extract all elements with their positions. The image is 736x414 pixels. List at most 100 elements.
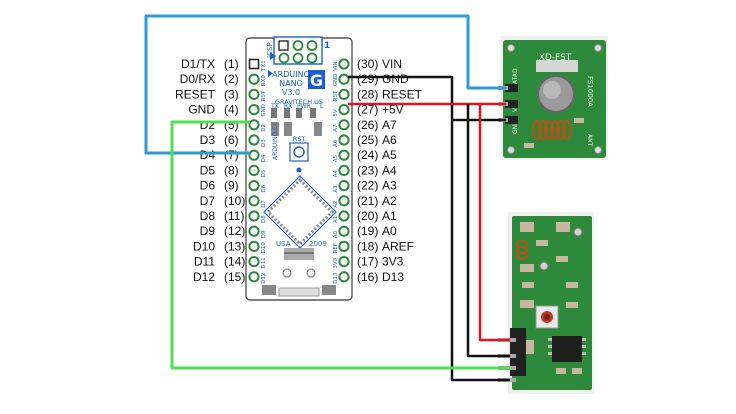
- right-pin-number: (30): [357, 57, 378, 71]
- icsp-label: ICSP: [266, 42, 274, 58]
- rst-label: RST: [293, 135, 306, 143]
- left-pin-number: (13): [224, 239, 245, 253]
- gravitech-logo: [308, 70, 325, 89]
- left-silk-label: TX1: [261, 60, 267, 72]
- left-silk-label: GND: [261, 104, 267, 117]
- right-pin-number: (27): [357, 103, 378, 117]
- left-header-pin: [248, 240, 260, 252]
- right-pin-name: A5: [382, 148, 397, 162]
- right-pin-name: RESET: [382, 87, 423, 101]
- year-label: 2009: [309, 240, 327, 248]
- left-silk-label: D12: [261, 273, 267, 284]
- right-header-pin: [338, 164, 350, 176]
- gravitech-logo-text: G: [310, 71, 323, 90]
- right-header-pin: [338, 88, 350, 101]
- left-silk-label: D11: [261, 257, 267, 268]
- wire-red-5v-to-rx-vcc: [478, 104, 510, 342]
- right-pin-number: (29): [357, 72, 378, 86]
- left-header-pin: [248, 180, 260, 192]
- left-pin-number: (10): [224, 194, 245, 208]
- right-header-pin: [338, 134, 350, 146]
- right-header-pin: [338, 180, 350, 192]
- right-header-pin: [338, 210, 350, 222]
- reset-button[interactable]: [289, 142, 309, 162]
- right-pin-number: (22): [357, 179, 378, 193]
- left-header-pin: [248, 58, 260, 70]
- right-pin-name: A6: [382, 133, 397, 147]
- left-pin-name: D10: [193, 239, 215, 253]
- receiver-coil: [516, 240, 528, 260]
- left-pin-name: D7: [200, 194, 216, 208]
- pwr-led-label: PWR: [297, 103, 311, 110]
- right-pin-name: AREF: [382, 239, 414, 253]
- right-header-pin: [338, 119, 350, 131]
- right-pin-number: (21): [357, 194, 378, 208]
- right-header-pin: [338, 104, 350, 116]
- left-pin-name: D3: [200, 133, 216, 147]
- module-part: FS1000A: [586, 76, 594, 107]
- right-pin-number: (19): [357, 224, 378, 238]
- right-silk-label: GND: [333, 74, 339, 87]
- pin-one-marker: [270, 52, 276, 60]
- left-silk-label: D3: [261, 139, 267, 147]
- left-silk-label: RX0: [261, 75, 267, 87]
- right-silk-label: A2: [333, 201, 339, 208]
- wire-blue-d4-to-tx-data: [144, 14, 506, 155]
- l-led-label: L: [320, 103, 324, 110]
- left-pin-number: (3): [224, 87, 239, 101]
- right-silk-label: A4: [333, 170, 339, 178]
- left-pin-name: D2: [200, 118, 216, 132]
- left-pin-number: (7): [224, 148, 239, 162]
- right-header-pin: [338, 149, 350, 161]
- left-silk-label: D6: [261, 184, 267, 192]
- icsp-pin-one: 1: [324, 41, 330, 51]
- icsp-header: ICSP 1: [266, 36, 330, 65]
- arduino-cc-label: ARDUINO.CC: [272, 122, 279, 160]
- left-header-pin: [248, 149, 260, 161]
- left-pin-number: (2): [224, 72, 239, 86]
- atad-pin-label: ATAD: [512, 68, 519, 84]
- left-header-pin: [248, 104, 260, 116]
- right-pin-name: +5V: [382, 103, 404, 117]
- left-silk-label: D2: [261, 124, 267, 132]
- right-header-pin: [338, 271, 350, 283]
- left-pin-number: (15): [224, 270, 245, 284]
- transmitter-module: XD-FST FS1000A ATAD VCC GND ANT: [498, 36, 608, 160]
- right-header-pin: [338, 58, 350, 70]
- right-pin-labels: (30)VIN(29)GND(28)RESET(27)+5V(26)A7(25)…: [357, 57, 423, 284]
- gnd-pin-label: GND: [512, 120, 519, 134]
- tx-led-label: TX: [270, 103, 279, 110]
- left-header-pin: [248, 271, 260, 283]
- right-pin-number: (28): [357, 87, 378, 101]
- receiver-module: [498, 212, 594, 394]
- right-silk-label: A3: [333, 185, 339, 193]
- right-pin-name: GND: [382, 72, 409, 86]
- left-header-pin: [248, 119, 260, 131]
- left-pin-labels: D1/TX(1)D0/RX(2)RESET(3)GND(4)D2(5)D3(6)…: [175, 57, 245, 284]
- left-silk-label: D10: [261, 242, 267, 254]
- pin-marker-arrow: [268, 70, 273, 77]
- left-silk-label: D8: [261, 215, 267, 223]
- rx-led-label: RX: [284, 103, 292, 110]
- right-silk-label: 3V3: [333, 257, 339, 268]
- right-pin-name: A3: [382, 179, 397, 193]
- right-header-pin: [338, 225, 350, 237]
- board-model: NANO: [279, 79, 303, 88]
- left-silk-label: D5: [261, 169, 267, 177]
- left-pin-number: (12): [224, 224, 245, 238]
- left-pin-number: (11): [224, 209, 244, 223]
- right-pin-number: (18): [357, 239, 378, 253]
- left-pin-number: (6): [224, 133, 239, 147]
- left-pin-number: (14): [224, 255, 245, 269]
- right-pin-name: A7: [382, 118, 397, 132]
- left-silk-label: D4: [261, 154, 267, 162]
- right-pin-name: 3V3: [382, 255, 404, 269]
- left-pin-name: D9: [200, 224, 216, 238]
- right-pin-name: D13: [382, 270, 404, 284]
- receiver-ic: [548, 336, 586, 362]
- left-header-pin: [248, 225, 260, 237]
- right-silk-label: A5: [333, 154, 339, 162]
- board-version: V3.0: [282, 88, 300, 97]
- left-silk-label: RST: [261, 90, 267, 101]
